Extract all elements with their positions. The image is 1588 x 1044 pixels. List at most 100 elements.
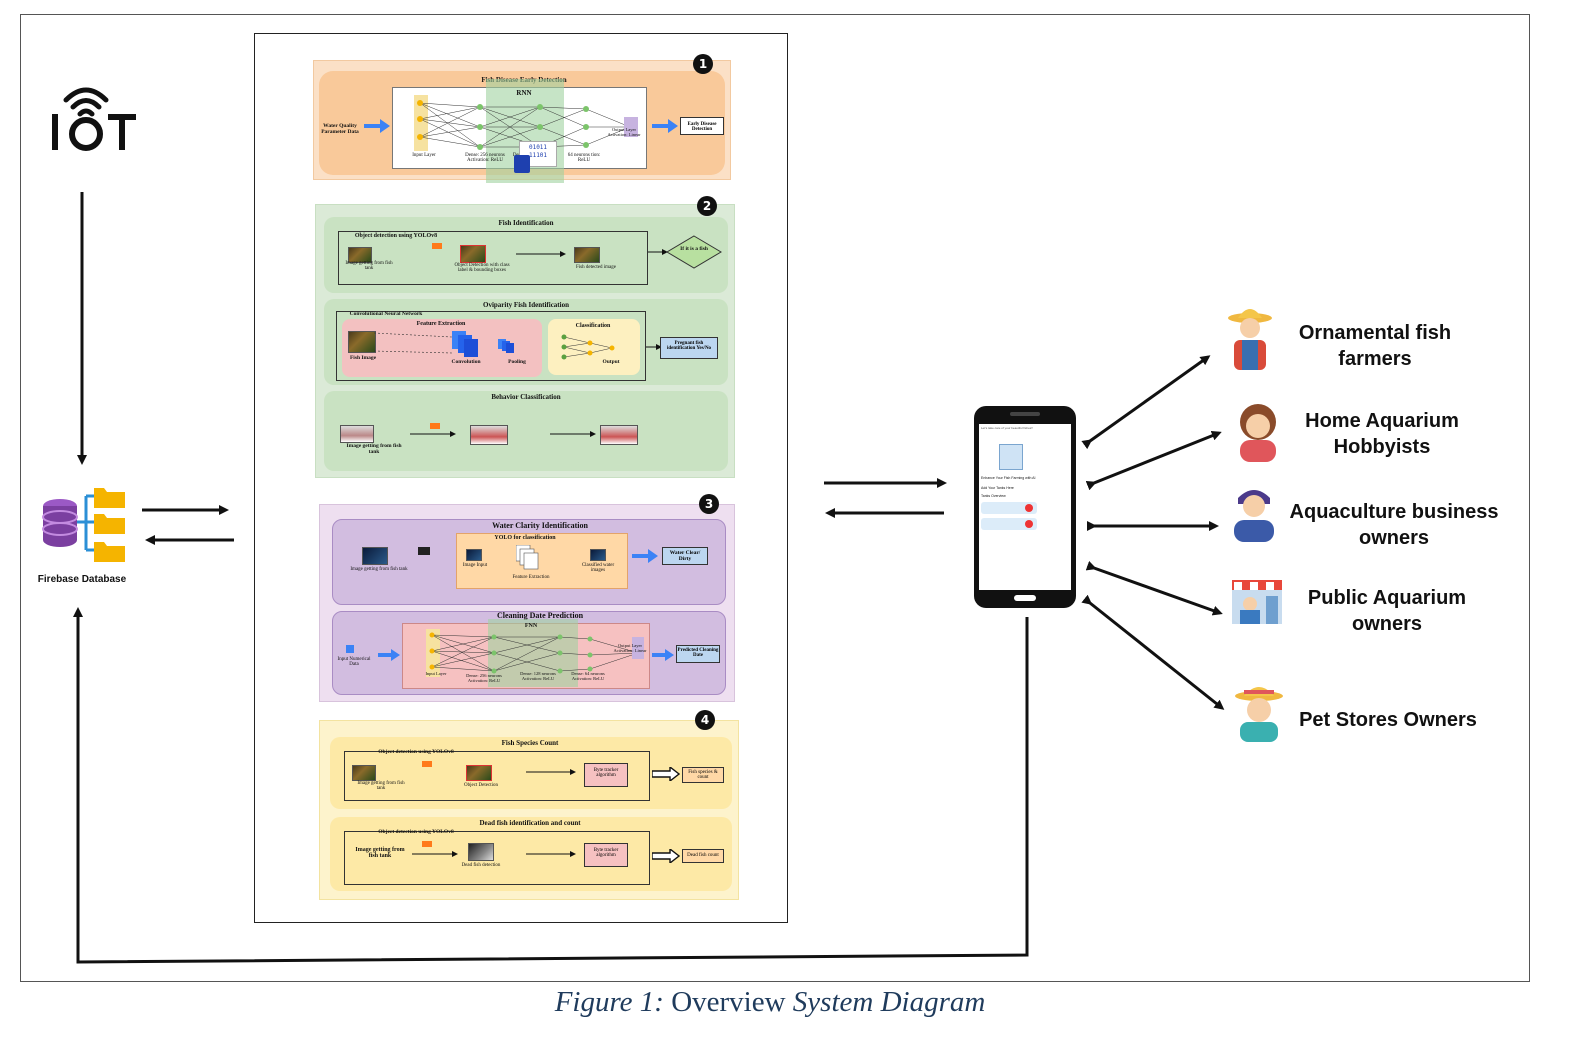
business-owner-icon <box>1234 490 1274 542</box>
decision-diamond <box>666 235 722 269</box>
pooling-label: Pooling <box>508 359 526 365</box>
species-tank-image <box>352 765 376 781</box>
fnn-network-graphic <box>429 632 644 674</box>
binary-line-1: 01011 <box>528 144 548 151</box>
cnn-layers-graphic <box>374 331 514 357</box>
user-label-3: Aquaculture business owners <box>1289 501 1499 549</box>
figure-frame <box>20 14 1530 982</box>
oviparity-title: Oviparity Fish Identification <box>483 301 569 309</box>
database-icon <box>40 484 130 566</box>
tank-card-1[interactable] <box>981 502 1037 514</box>
phone-user5-arrow <box>1081 594 1225 710</box>
species-result: Fish species & count <box>682 767 724 783</box>
convolution-label: Convolution <box>451 359 481 365</box>
dead-title: Dead fish identification and count <box>479 819 581 827</box>
section-disease-detection: Fish Disease Early Detection RNN Water Q… <box>313 60 731 183</box>
app-logo-icon <box>999 444 1023 470</box>
dead-yolo: Object detection using YOLOv8 <box>378 829 454 835</box>
species-detect: Object Detection <box>463 783 498 788</box>
cnn-box <box>336 311 646 381</box>
dead-yolo-icon <box>422 841 432 847</box>
fnn-dense1: Dense: 256 neurons Activation: ReLU <box>466 673 502 683</box>
section-fish-identification: Fish Identification Object detection usi… <box>315 204 735 478</box>
rnn-dense1: Dense: 256 neurons Activation: ReLU <box>465 153 505 163</box>
app-line-1: Let's take care of your beautiful fishes… <box>981 426 1033 430</box>
section-number-4: 4 <box>695 710 715 730</box>
pregnancy-arrow <box>646 344 662 350</box>
section-number-1: 1 <box>693 54 713 74</box>
phone-user1-arrow <box>1081 355 1211 450</box>
fish-id-arrow <box>516 251 566 257</box>
numeric-data-icon <box>346 645 354 653</box>
species-result-arrow <box>652 767 680 781</box>
fnn-output-arrow <box>652 649 674 661</box>
rnn-output-layer: Output Layer Activation: Linear <box>607 127 641 137</box>
phone-home-button[interactable] <box>1014 595 1036 601</box>
water-tank-image <box>362 547 388 565</box>
water-quality-input: Water Quality Parameter Data <box>321 123 359 135</box>
tank-status-1 <box>1025 504 1033 512</box>
rnn-dense3: 64 neurons tion: ReLU <box>567 153 601 163</box>
shop-icon <box>1232 580 1282 624</box>
cleaning-title: Cleaning Date Prediction <box>496 611 584 620</box>
model-pipeline-panel: Fish Disease Early Detection RNN Water Q… <box>254 33 788 923</box>
dead-detect: Dead fish detection <box>461 863 501 868</box>
water-result: Water Clear/ Dirty <box>662 547 708 565</box>
classifier-nodes <box>561 334 615 360</box>
behavior-arrow-2 <box>550 431 596 437</box>
species-box <box>344 751 650 801</box>
dead-source: Image getting from fish tank <box>355 847 405 859</box>
section-fish-counting: Fish Species Count Object detection usin… <box>319 720 739 900</box>
fish-image-label: Fish Image <box>349 355 377 361</box>
dead-fish-image <box>468 843 494 861</box>
fish-id-detect: Object Detection with class label & boun… <box>454 263 510 273</box>
yolo-icon <box>432 243 442 249</box>
caption-middle: Overview <box>663 986 793 1018</box>
dead-result: Dead fish count <box>682 849 724 863</box>
tank-status-2 <box>1025 520 1033 528</box>
fish-input-image <box>348 331 376 353</box>
dead-tracker: Byte tracker algorithm <box>584 843 628 867</box>
pregnancy-result: Pregnant fish identification Yes/No <box>660 337 718 359</box>
user-label-5: Pet Stores Owners <box>1299 709 1477 731</box>
caption-prefix: Figure 1: <box>554 986 664 1018</box>
fish-id-detected: Fish detected image <box>576 265 616 270</box>
app-line-3: Add Your Tanks Here <box>981 486 1014 490</box>
behavior-yolo-icon <box>430 423 440 429</box>
input-arrow-icon <box>364 119 390 133</box>
decision-arrow <box>648 249 668 255</box>
fish-id-card <box>324 217 728 293</box>
tank-card-2[interactable] <box>981 518 1037 530</box>
binary-line-2: 11101 <box>528 152 548 159</box>
app-line-4: Tanks Overview <box>981 494 1006 498</box>
phone-speaker <box>1010 412 1040 416</box>
image-input-label: Image Input <box>462 563 488 568</box>
image-input-thumb <box>466 549 482 561</box>
farmer-icon <box>1228 309 1272 370</box>
water-source: Image getting from fish tank <box>350 567 408 572</box>
cleaning-result: Predicted Cleaning Date <box>676 645 720 663</box>
behavior-image-1 <box>340 425 374 443</box>
fnn-label: FNN <box>524 623 538 629</box>
user-label-2: Home Aquarium Hobbyists <box>1305 410 1459 458</box>
phone-user2-arrow <box>1085 430 1222 491</box>
fish-id-source: Image getting from fish tank <box>345 261 393 271</box>
species-detect-image <box>466 765 492 781</box>
water-result-arrow <box>632 549 658 563</box>
phone-screen: Let's take care of your beautiful fishes… <box>979 424 1071 590</box>
section-water-quality: Water Clarity Identification Image getti… <box>319 504 735 702</box>
fnn-input-arrow <box>378 649 400 661</box>
species-yolo-icon <box>422 761 432 767</box>
user-label-1: Ornamental fish farmers <box>1298 322 1452 370</box>
behavior-image-2 <box>470 425 508 445</box>
caption-suffix: System Diagram <box>792 986 986 1018</box>
fish-bbox-image <box>460 245 486 263</box>
fish-id-box <box>338 231 648 285</box>
rnn-input-layer: Input Layer <box>412 153 436 158</box>
behavior-image-3 <box>600 425 638 445</box>
fish-id-yolo: Object detection using YOLOv8 <box>354 233 438 239</box>
yolo-class-title: YOLO for classification <box>494 535 556 541</box>
dead-box <box>344 831 650 885</box>
app-line-2: Enhance Your Fish Farming with AI <box>981 476 1036 480</box>
